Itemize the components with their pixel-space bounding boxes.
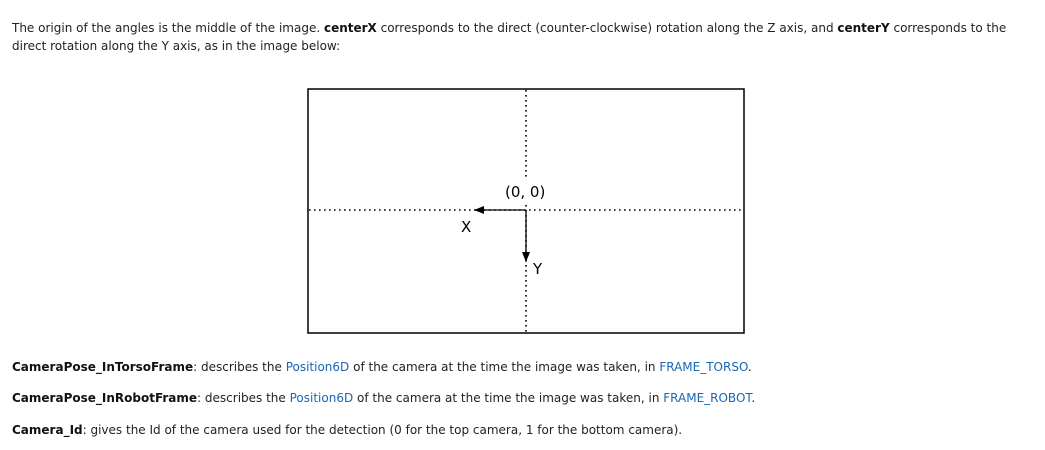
para-text: : describes the (197, 391, 290, 405)
position6d-link[interactable]: Position6D (289, 391, 354, 405)
intro-paragraph: The origin of the angles is the middle o… (12, 19, 1037, 55)
keyword-centerx: centerX (323, 21, 377, 35)
term-camerapose-intorsoframe: CameraPose_InTorsoFrame (12, 360, 194, 374)
para-text: . (747, 360, 752, 374)
y-axis-label: Y (532, 260, 543, 278)
robot-frame-paragraph: CameraPose_InRobotFrame: describes the P… (12, 389, 755, 407)
frame-robot-link[interactable]: FRAME_ROBOT (663, 391, 752, 405)
camera-id-paragraph: Camera_Id: gives the Id of the camera us… (12, 421, 682, 439)
axes-diagram: (0, 0) X Y (307, 88, 745, 334)
intro-text-1: The origin of the angles is the middle o… (12, 21, 324, 35)
intro-text-3: corresponds to the direct rotation along… (12, 21, 1007, 53)
origin-label-background (502, 178, 550, 202)
origin-label: (0, 0) (505, 183, 545, 201)
para-text: of the camera at the time the image was … (349, 360, 660, 374)
keyword-centery: centerY (837, 21, 890, 35)
para-text: : describes the (193, 360, 286, 374)
para-text: : gives the Id of the camera used for th… (82, 423, 683, 437)
para-text: . (751, 391, 756, 405)
torso-frame-paragraph: CameraPose_InTorsoFrame: describes the P… (12, 358, 752, 376)
position6d-link[interactable]: Position6D (285, 360, 350, 374)
term-camera-id: Camera_Id (12, 423, 83, 437)
x-axis-label: X (461, 218, 471, 236)
intro-text-2: corresponds to the direct (counter-clock… (376, 21, 838, 35)
axes-figure: (0, 0) X Y (307, 88, 745, 334)
para-text: of the camera at the time the image was … (353, 391, 664, 405)
frame-torso-link[interactable]: FRAME_TORSO (659, 360, 748, 374)
term-camerapose-inrobotframe: CameraPose_InRobotFrame (12, 391, 198, 405)
